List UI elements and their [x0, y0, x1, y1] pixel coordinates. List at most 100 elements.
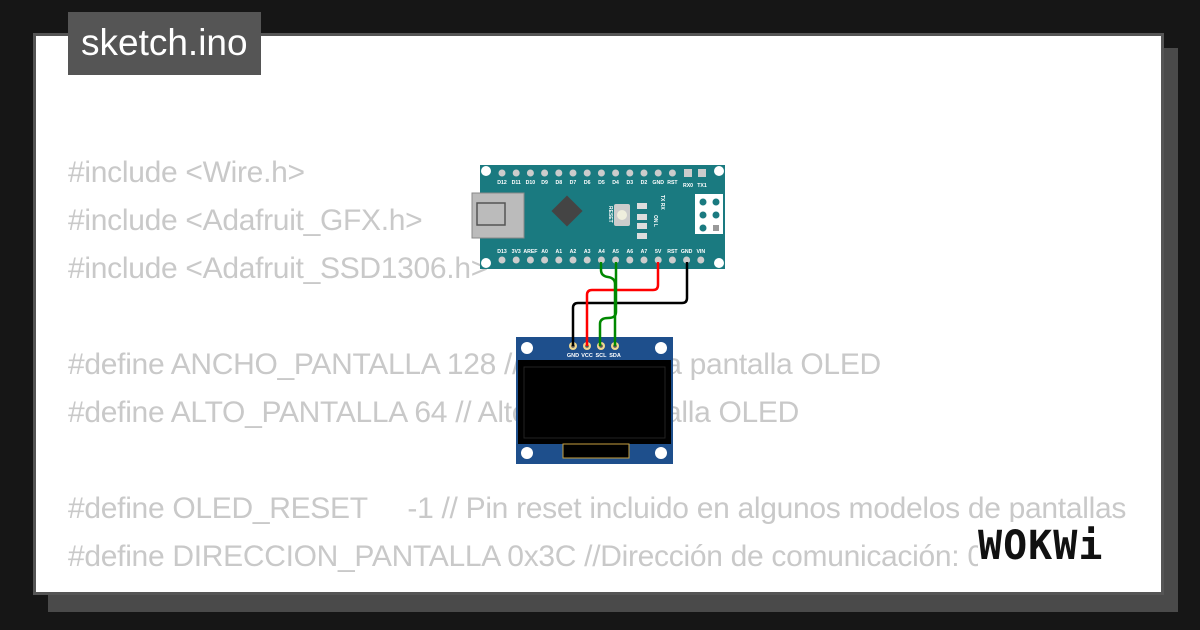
oled-ribbon [562, 443, 630, 459]
pin-d7 [569, 169, 577, 177]
pin-rst [668, 256, 676, 264]
pin-a0 [541, 256, 549, 264]
pin-label: A5 [612, 249, 619, 255]
pin-label: AREF [523, 249, 537, 255]
pin-a7 [640, 256, 648, 264]
pin-label: A1 [555, 249, 562, 255]
pin-label: D12 [497, 180, 507, 186]
pin-label: D8 [555, 180, 562, 186]
mount-hole [655, 447, 667, 459]
pin-d8 [555, 169, 563, 177]
pin-label: D2 [641, 180, 648, 186]
led-label: TX RX [659, 195, 665, 210]
card-shadow-right [1164, 48, 1178, 612]
pin-gnd [654, 169, 662, 177]
pin-d5 [597, 169, 605, 177]
pin-label: A0 [541, 249, 548, 255]
pin-label: D3 [626, 180, 633, 186]
code-line: #include <Adafruit_SSD1306.h> [68, 252, 488, 285]
mount-hole [655, 342, 667, 354]
icsp-pin [713, 225, 719, 231]
reset-button-cap [617, 210, 627, 220]
led [637, 203, 647, 209]
pin-3v3 [512, 256, 520, 264]
preview-card [33, 33, 1167, 595]
pin-label: GND [567, 353, 579, 359]
wire-a5-scl [598, 262, 618, 346]
pin-label: A2 [570, 249, 577, 255]
card-right-margin [1133, 36, 1161, 589]
pin-d12 [498, 169, 506, 177]
icsp-pin [699, 224, 707, 232]
pin-a5 [612, 256, 620, 264]
pin-label: GND [652, 180, 664, 186]
usb-connector [471, 192, 525, 239]
pin-label: D5 [598, 180, 605, 186]
pin-label: VIN [696, 249, 705, 255]
pin-d10 [526, 169, 534, 177]
pin-label: A7 [641, 249, 648, 255]
pin-label: RST [667, 249, 678, 255]
mount-hole [521, 342, 533, 354]
pin-tx1 [698, 169, 706, 177]
mount-hole [714, 258, 724, 268]
pin-rst [668, 169, 676, 177]
pin-label: RST [667, 180, 678, 186]
pin-label: D6 [584, 180, 591, 186]
pin-rx0 [684, 169, 692, 177]
mount-hole [714, 166, 724, 176]
pin-d2 [640, 169, 648, 177]
pin-d3 [626, 169, 634, 177]
pin-label: D7 [570, 180, 577, 186]
wire-a4-sda [599, 262, 617, 346]
pin-label: D10 [526, 180, 536, 186]
pin-d9 [541, 169, 549, 177]
pin-label: SDA [609, 353, 621, 359]
led [637, 233, 647, 239]
mount-hole [521, 447, 533, 459]
pin-label: D9 [541, 180, 548, 186]
code-line: #include <Adafruit_GFX.h> [68, 204, 423, 237]
pin-label: GND [681, 249, 693, 255]
pin-d11 [512, 169, 520, 177]
wire-5v-vcc [585, 262, 660, 346]
led-label: ON L [652, 215, 658, 227]
pin-label: D4 [612, 180, 619, 186]
pin-5v [654, 256, 662, 264]
card-right-border [1161, 33, 1164, 592]
pin-aref [526, 256, 534, 264]
pin-label: VCC [581, 353, 593, 359]
mount-hole [481, 258, 491, 268]
pin-label: RX0 [683, 183, 693, 189]
wires [571, 262, 689, 346]
icsp-pin [699, 211, 707, 219]
pin-label: A6 [626, 249, 633, 255]
pin-label: A4 [598, 249, 605, 255]
pin-label: SCL [596, 353, 608, 359]
pin-d13 [498, 256, 506, 264]
pin-a2 [569, 256, 577, 264]
icsp-pin [712, 211, 720, 219]
led [637, 223, 647, 229]
code-line: #define OLED_RESET -1 // Pin reset inclu… [68, 492, 1127, 525]
pin-a4 [597, 256, 605, 264]
wire-gnd-gnd [571, 262, 689, 346]
pin-label: D11 [512, 180, 521, 186]
pin-label: A3 [584, 249, 591, 255]
file-title: sketch.ino [68, 12, 261, 75]
code-line: #include <Wire.h> [68, 156, 305, 189]
wokwi-logo: WOKWi [978, 522, 1104, 570]
pin-d4 [612, 169, 620, 177]
pin-label: D13 [497, 249, 507, 255]
reset-label: RESET [607, 206, 613, 223]
icsp-pin [712, 198, 720, 206]
pin-label: 5V [655, 249, 662, 255]
icsp-pin [699, 198, 707, 206]
pin-vin [697, 256, 705, 264]
pin-d6 [583, 169, 591, 177]
pin-label: TX1 [697, 183, 707, 189]
usb-port [476, 202, 506, 226]
pin-a3 [583, 256, 591, 264]
